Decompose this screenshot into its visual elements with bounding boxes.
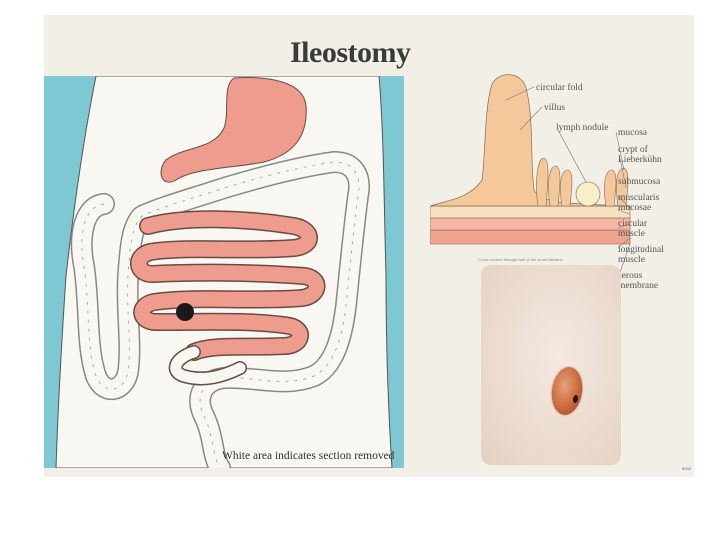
label-serous-1: serous <box>618 271 643 281</box>
label-villus: villus <box>544 103 565 113</box>
abdomen-illustration <box>44 76 404 468</box>
label-longitudinal-muscle-1: longitudinal <box>618 245 664 255</box>
label-crypt-2: Lieberkühn <box>618 155 662 165</box>
label-circular-fold: circular fold <box>536 82 583 93</box>
cross-section-caption: Cross-section through wall of the small … <box>478 257 563 262</box>
label-crypt-1: crypt of <box>618 144 649 155</box>
stoma <box>549 365 585 417</box>
lymph-nodule <box>576 182 600 206</box>
photo-code: 8003 <box>682 466 691 471</box>
circular-fold <box>430 75 630 206</box>
label-serous-2: membrane <box>618 281 658 291</box>
label-lymph-nodule: lymph nodule <box>556 123 609 133</box>
illustration-caption: White area indicates section removed <box>222 450 394 462</box>
label-longitudinal-muscle-2: muscle <box>618 255 645 265</box>
stoma-marker <box>176 303 194 321</box>
page-title: Ileostomy <box>290 36 410 70</box>
label-submucosa: submucosa <box>618 177 661 187</box>
stoma-photo <box>481 265 621 465</box>
submucosa-layer <box>430 206 630 218</box>
label-circular-muscle-2: muscle <box>618 229 645 239</box>
circular-muscle-layer <box>430 218 630 230</box>
label-circular-muscle-1: circular <box>618 219 648 229</box>
label-mucosa: mucosa <box>618 128 648 138</box>
longitudinal-muscle-layer <box>430 230 630 244</box>
label-muscularis-2: mucosae <box>618 203 651 213</box>
label-muscularis-1: muscularis <box>618 193 659 203</box>
